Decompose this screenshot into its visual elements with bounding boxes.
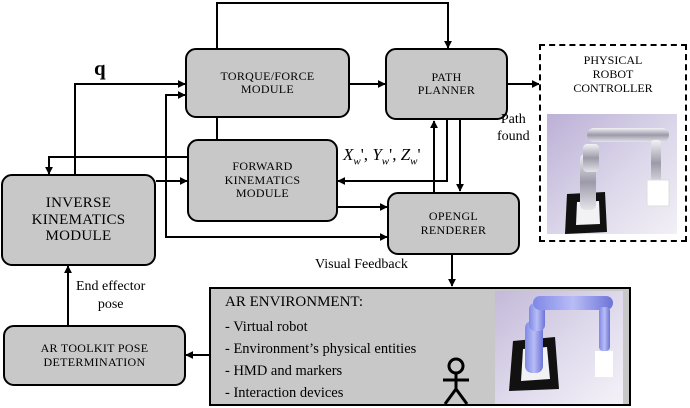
physical-robot-controller-label: PHYSICAL ROBOT CONTROLLER: [573, 53, 653, 95]
arrow-torque-to-planner-top: [216, 2, 452, 49]
q-label: q: [94, 56, 106, 80]
forward-kinematics-module-label: FORWARD KINEMATICS MODULE: [224, 159, 301, 201]
ar-environment-item: - HMD and markers: [225, 363, 343, 379]
inverse-kinematics-module-label: INVERSE KINEMATICS MODULE: [31, 194, 126, 245]
ar-environment-item: - Environment’s physical entities: [225, 341, 417, 357]
ar-toolkit-pose-label: AR TOOLKIT POSE DETERMINATION: [40, 341, 149, 369]
arrow-torque-to-inverse: [45, 118, 218, 175]
inverse-kinematics-module-box: INVERSE KINEMATICS MODULE: [1, 174, 156, 266]
coord-x-sub: w: [353, 155, 361, 168]
coord-z: Z: [400, 145, 411, 164]
coord-y: Y: [372, 145, 382, 164]
coord-x: X: [343, 145, 354, 164]
physical-robot-photo: [547, 114, 677, 234]
ar-environment-item: - Virtual robot: [225, 319, 308, 335]
torque-force-module-box: TORQUE/FORCE MODULE: [185, 48, 350, 118]
ar-toolkit-pose-box: AR TOOLKIT POSE DETERMINATION: [3, 325, 186, 386]
arrow-inverse-feed-torque: [165, 91, 186, 193]
path-planner-box: PATH PLANNER: [385, 48, 508, 120]
opengl-renderer-box: OPENGL RENDERER: [387, 192, 520, 255]
ar-environment-title: AR ENVIRONMENT:: [225, 294, 363, 310]
opengl-renderer-label: OPENGL RENDERER: [420, 209, 487, 237]
path-planner-label: PATH PLANNER: [417, 69, 476, 97]
stick-figure-icon: [443, 357, 469, 405]
coord-z-sub: w: [410, 155, 418, 168]
end-effector-pose-label: End effector pose: [76, 279, 146, 313]
forward-kinematics-module-box: FORWARD KINEMATICS MODULE: [187, 139, 338, 222]
visual-feedback-label: Visual Feedback: [315, 257, 408, 272]
physical-robot-controller-panel: PHYSICAL ROBOT CONTROLLER: [539, 44, 687, 242]
world-coordinates-label: Xw', Yw', Zw': [343, 145, 421, 168]
torque-force-module-label: TORQUE/FORCE MODULE: [220, 68, 315, 96]
ar-environment-panel: AR ENVIRONMENT: - Virtual robot - Enviro…: [209, 287, 631, 406]
arrow-planner-to-forward-kin: [337, 120, 448, 185]
coord-y-sub: w: [381, 155, 390, 168]
arrow-inverse-to-torque: [74, 80, 186, 174]
path-found-label: Path found: [497, 112, 530, 144]
arrow-inverse-to-renderer: [165, 193, 388, 241]
ar-environment-item: - Interaction devices: [225, 385, 344, 401]
virtual-robot-image: [495, 291, 623, 404]
